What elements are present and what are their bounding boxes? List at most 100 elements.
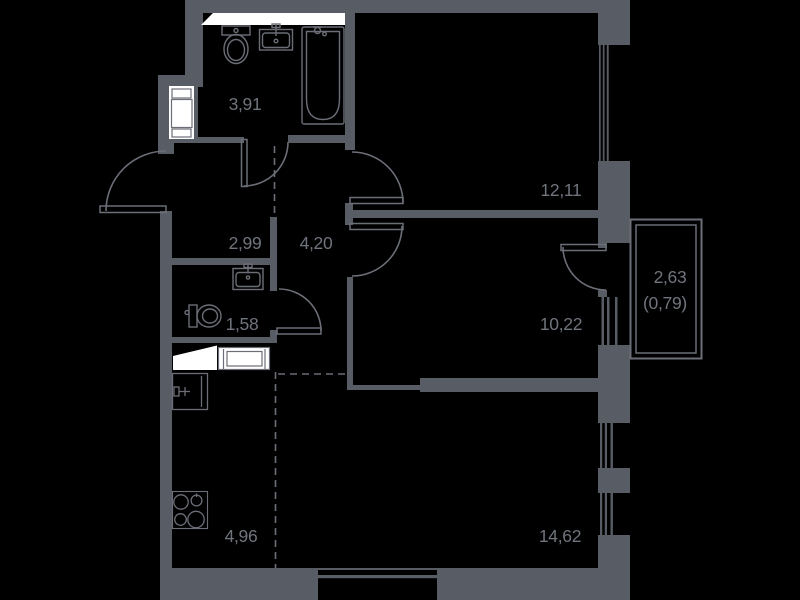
window-glass-line <box>601 297 604 345</box>
toilet-button <box>233 27 239 34</box>
door-leaf <box>560 243 607 252</box>
wall-segment <box>598 535 630 568</box>
window-glass-line <box>600 423 603 468</box>
kitchen-counter <box>173 345 217 370</box>
bathroom-door <box>240 138 289 188</box>
door-swing-arc <box>243 141 289 187</box>
wall-segment <box>598 345 630 423</box>
door-leaf <box>276 327 322 335</box>
bathtub-icon <box>301 26 345 125</box>
ventilation-shaft <box>169 86 194 139</box>
shaft-cell <box>171 88 192 99</box>
window-glass-line <box>600 493 603 535</box>
wall-segment <box>345 210 598 218</box>
entrance-door <box>99 150 167 214</box>
window-band <box>201 13 345 25</box>
window-glass-line <box>615 297 618 345</box>
wall-segment <box>185 0 630 13</box>
bedroom-door <box>349 151 404 205</box>
sink-drain <box>245 275 251 280</box>
room-area-label-wc: 1,58 <box>226 314 259 334</box>
door-leaf <box>349 196 404 205</box>
room-area-label-hallway: 2,99 <box>229 233 262 253</box>
room-area-label-bedroom: 12,11 <box>541 180 582 200</box>
bathtub-inner <box>305 30 341 121</box>
window-glass-line <box>599 45 601 161</box>
door-swing-arc <box>105 150 167 212</box>
toilet-icon-bathroom <box>221 25 251 65</box>
sink-faucet-handle <box>243 263 253 269</box>
toilet-tank <box>221 25 251 36</box>
bathtub-outer <box>301 26 345 125</box>
toilet-bowl-inner <box>201 308 219 324</box>
balcony-outline <box>629 218 703 360</box>
balcony-door <box>560 243 607 291</box>
stove-burner <box>187 510 205 529</box>
door-leaf <box>240 138 248 188</box>
window-glass-line <box>604 423 607 468</box>
wall-segment <box>598 13 630 45</box>
door-leaf <box>99 205 167 214</box>
wall-segment <box>270 217 277 291</box>
sink-drain <box>273 38 279 44</box>
walls <box>158 0 630 600</box>
window-living-1 <box>600 423 613 468</box>
toilet-bowl <box>223 33 249 65</box>
room-area-label-hall: 4,20 <box>300 233 333 253</box>
door-leaf <box>349 222 404 231</box>
wall-segment <box>345 13 355 150</box>
door-swing-arc <box>351 151 404 204</box>
window-opening <box>318 570 437 600</box>
window-bedroom <box>599 45 609 161</box>
toilet-bowl <box>196 304 222 328</box>
wall-segment <box>420 378 598 392</box>
room-area-label-kitchen: 4,96 <box>225 526 258 546</box>
window-glass-line <box>610 423 613 468</box>
wall-segment <box>353 385 420 390</box>
door-swing-arc <box>562 246 607 291</box>
sink-faucet-handle <box>271 23 281 29</box>
wall-segment <box>288 135 345 143</box>
stove-burner <box>174 513 187 526</box>
sink-body <box>171 372 209 411</box>
shaft-cell <box>170 98 193 129</box>
room-area-label-bathroom: 3,91 <box>229 94 262 114</box>
sink-icon-wc <box>232 263 264 291</box>
door-swing-arc <box>278 288 322 332</box>
toilet-icon-wc <box>184 304 222 328</box>
toilet-button <box>184 309 190 316</box>
sink-faucet-base <box>173 386 180 397</box>
sink-icon-bathroom <box>258 23 294 51</box>
door-swing-arc <box>351 225 403 277</box>
wall-segment <box>598 161 630 243</box>
room-door <box>349 222 404 277</box>
window-glass-line <box>610 493 613 535</box>
balcony-outer-line <box>629 218 703 360</box>
wall-segment <box>185 0 203 87</box>
wall-segment <box>172 258 277 265</box>
wall-segment <box>160 211 172 600</box>
toilet-tank <box>188 304 198 328</box>
room-area-label-balcony: 2,63 <box>654 267 687 287</box>
room-area-label-living-room: 14,62 <box>539 526 581 546</box>
washer-door <box>226 350 263 367</box>
toilet-bowl-inner <box>226 38 246 62</box>
window-glass-line <box>318 575 437 579</box>
wall-segment <box>598 468 630 493</box>
bathtub-drain <box>322 31 328 37</box>
window-kitchen-bottom <box>318 570 437 600</box>
wall-segment <box>598 243 607 248</box>
room-area-label-room: 10,22 <box>540 314 582 334</box>
balcony-inner-line <box>635 224 697 354</box>
wall-segment <box>347 277 353 390</box>
window-glass-line <box>602 45 605 161</box>
wc-door <box>276 288 322 335</box>
counter-block <box>173 345 217 370</box>
window-living-2 <box>600 493 613 535</box>
kitchen-sink-icon <box>171 372 209 411</box>
stove-body <box>171 490 209 530</box>
stove-icon <box>171 490 209 530</box>
wall-segment <box>172 137 244 143</box>
